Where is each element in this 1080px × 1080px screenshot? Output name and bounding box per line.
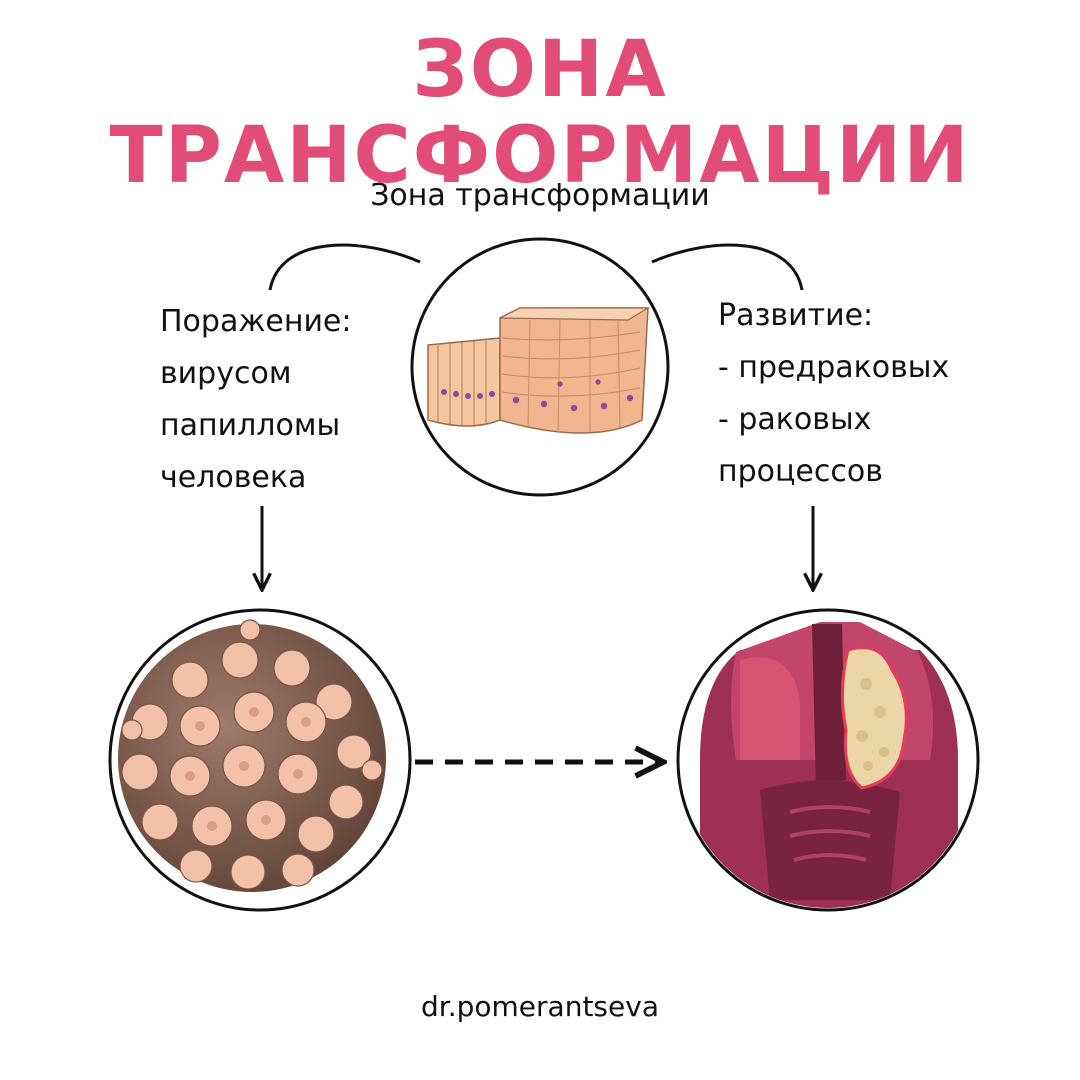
left-text-block: Поражение: вирусом папилломы человека [160,296,352,504]
author-handle: dr.pomerantseva [421,990,659,1023]
right-line-3: процессов [718,454,883,489]
left-line-1: вирусом [160,356,292,391]
right-line-1: - предраковых [718,350,950,385]
right-text-block: Развитие: - предраковых - раковых процес… [718,290,949,498]
left-heading: Поражение: [160,304,352,339]
page-title: ЗОНА ТРАНСФОРМАЦИИ [109,25,971,201]
right-heading: Развитие: [718,298,874,333]
right-line-2: - раковых [718,402,872,437]
left-line-2: папилломы [160,408,341,443]
center-label: Зона трансформации [370,178,710,213]
epithelium-tissue-illustration [427,307,651,434]
connector-left [268,243,421,291]
hpv-virus-illustration [118,619,386,892]
cervix-lesion-illustration [680,612,976,908]
left-line-3: человека [160,460,307,495]
connector-right [651,243,804,291]
